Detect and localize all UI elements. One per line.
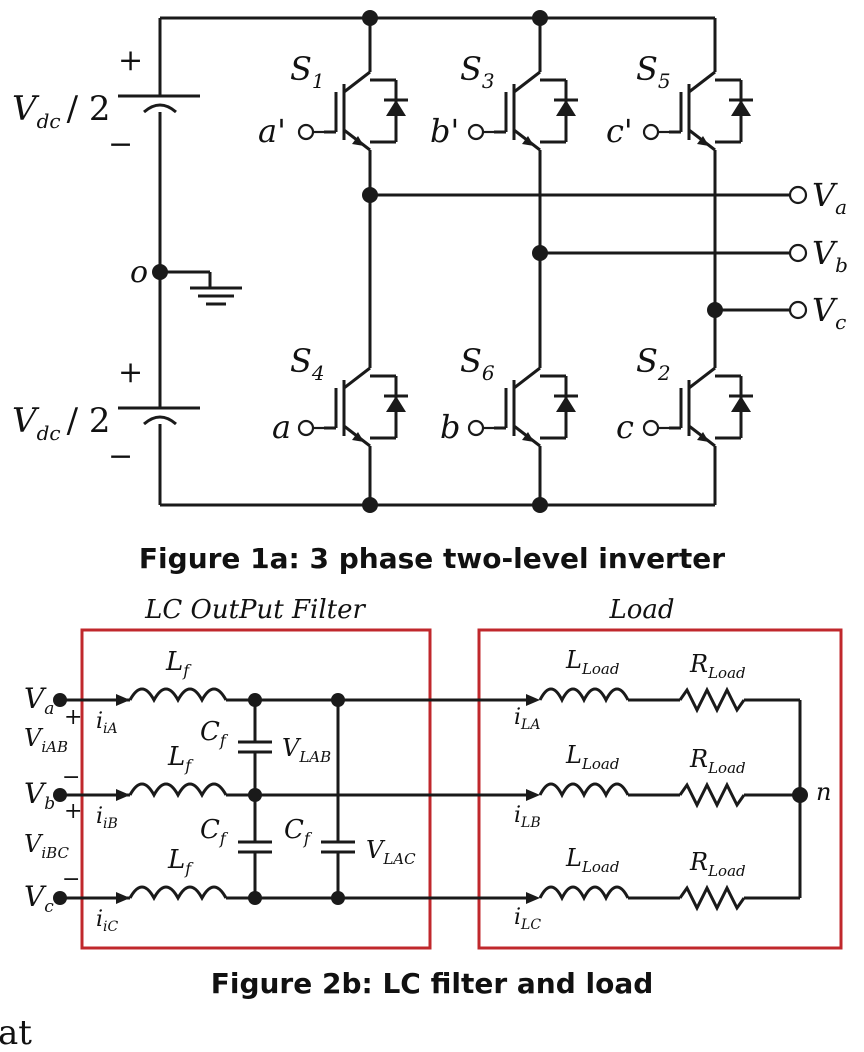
inductor-label-a: Lf (165, 647, 192, 680)
switch-label-s4: S4 (290, 342, 325, 385)
dc-top-minus: − (108, 127, 133, 162)
vab-minus: − (62, 765, 80, 790)
vdc-top-label: Vdc/ 2 (12, 89, 110, 133)
cap-voltage-vlac: VLAC (366, 836, 416, 868)
neutral-node-n (792, 787, 808, 803)
load-inductor-label-a: LLoad (565, 646, 619, 678)
load-inductor-label-c: LLoad (565, 844, 619, 876)
output-label-vc: Vc (812, 291, 846, 334)
footer-text-fragment: at (0, 1013, 32, 1052)
switch-label-s1: S1 (290, 50, 325, 93)
inductor-label-b: Lf (167, 742, 194, 775)
current-label-ic: iiC (96, 907, 119, 935)
switch-s3 (492, 60, 580, 162)
current-label-ib: iiB (96, 804, 118, 832)
inductor-label-c: Lf (167, 845, 194, 878)
gate-label-a: a (272, 408, 291, 446)
load-box (477, 628, 843, 950)
gate-label-a-prime: a' (258, 112, 286, 150)
line-voltage-vibc: ViBC (24, 830, 69, 862)
switch-s1 (322, 60, 410, 162)
dc-top-plus: + (118, 43, 143, 78)
input-node-a (53, 693, 67, 707)
vdc-bottom-label: Vdc/ 2 (12, 401, 110, 445)
input-node-c (53, 891, 67, 905)
current-label-ia: iiA (96, 709, 118, 737)
output-label-vb: Vb (812, 234, 848, 277)
load-current-ilc: iLC (514, 905, 541, 933)
load-title: Load (608, 595, 674, 625)
switch-label-s2: S2 (636, 342, 671, 385)
load-current-ilb: iLB (514, 803, 541, 831)
gate-label-b-prime: b' (430, 112, 459, 150)
gate-label-c-prime: c' (606, 112, 633, 150)
input-label-vc: Vc (24, 880, 54, 917)
line-voltage-viab: ViAB (24, 724, 68, 756)
load-resistor-label-c: RLoad (689, 848, 746, 880)
gate-label-c: c (616, 408, 634, 446)
capacitor-label-ab: Cf (200, 717, 229, 750)
inverter-diagram: + − Vdc/ 2 + − Vdc/ 2 o S1 S3 S5 S4 S6 S… (12, 10, 848, 513)
capacitor-label-ac: Cf (284, 815, 313, 848)
input-node-b (53, 788, 67, 802)
output-terminal-b (788, 243, 808, 263)
figure-1-caption: Figure 1a: 3 phase two-level inverter (139, 542, 725, 575)
filter-title: LC OutPut Filter (144, 595, 366, 625)
dc-bottom-plus: + (118, 355, 143, 390)
input-label-va: Va (24, 682, 54, 719)
switch-s6 (492, 356, 580, 458)
load-resistor-label-b: RLoad (689, 745, 746, 777)
load-resistor-label-a: RLoad (689, 650, 746, 682)
switch-s4 (322, 356, 410, 458)
dc-bottom-minus: − (108, 439, 133, 474)
output-terminal-a (788, 185, 808, 205)
switch-label-s3: S3 (460, 50, 495, 93)
cap-voltage-vlab: VLAB (282, 734, 331, 766)
load-inductor-label-b: LLoad (565, 741, 619, 773)
lc-filter-diagram: LC OutPut Filter Load (24, 595, 843, 950)
switch-label-s6: S6 (460, 342, 495, 385)
neutral-label-n: n (816, 778, 831, 806)
output-terminal-c (788, 300, 808, 320)
vbc-minus: − (62, 867, 80, 892)
capacitor-label-bc: Cf (200, 815, 229, 848)
vbc-plus: + (64, 799, 82, 824)
neutral-label: o (130, 255, 148, 290)
load-current-ila: iLA (514, 705, 540, 733)
gate-label-b: b (440, 408, 460, 446)
input-label-vb: Vb (24, 777, 55, 814)
figure-2-caption: Figure 2b: LC filter and load (211, 967, 654, 1000)
output-label-va: Va (812, 176, 847, 219)
switch-label-s5: S5 (636, 50, 671, 93)
vab-plus: + (64, 705, 82, 730)
filter-box (80, 628, 432, 950)
switch-s5 (667, 60, 755, 162)
switch-s2 (667, 356, 755, 458)
